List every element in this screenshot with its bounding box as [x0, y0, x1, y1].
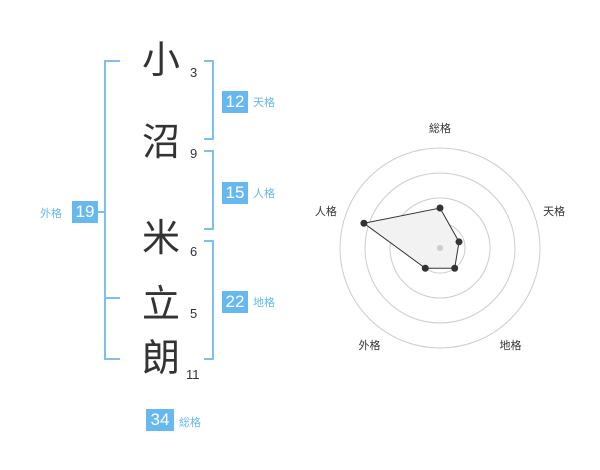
radar-ring	[339, 147, 541, 349]
tenkaku-label: 天格	[253, 96, 275, 109]
radar-axis-label: 総格	[429, 121, 451, 135]
stroke-count-3: 6	[190, 244, 198, 259]
stroke-count-5: 11	[186, 367, 200, 382]
radar-axis-label: 天格	[543, 204, 565, 218]
stroke-count-2: 9	[190, 146, 198, 161]
soukaku-label: 総格	[179, 416, 201, 429]
gaikaku-label: 外格	[40, 207, 62, 220]
name-char-4: 立	[141, 282, 180, 326]
radar-polygon	[362, 207, 460, 269]
radar-point	[455, 238, 463, 246]
radar-point	[451, 264, 459, 272]
radar-point	[436, 204, 444, 212]
radar-point	[360, 219, 368, 227]
chikaku-label: 地格	[253, 296, 275, 309]
jinkaku-label: 人格	[253, 187, 275, 200]
radar-ring	[389, 197, 491, 299]
name-char-5: 朗	[141, 336, 180, 380]
gaikaku-badge: 19	[72, 201, 98, 223]
radar-axis-label: 人格	[315, 204, 337, 218]
stroke-count-1: 3	[190, 65, 198, 80]
radar-axis-label: 地格	[500, 338, 522, 352]
name-char-3: 米	[141, 216, 180, 260]
chikaku-badge: 22	[222, 291, 248, 313]
radar-axis-label: 外格	[358, 338, 380, 352]
stroke-count-4: 5	[190, 306, 198, 321]
radar-center-dot	[437, 245, 443, 251]
radar-point	[421, 264, 429, 272]
radar-ring	[364, 172, 516, 324]
radar-rings	[339, 147, 541, 349]
soukaku-badge: 34	[146, 409, 174, 431]
jinkaku-badge: 15	[222, 182, 248, 204]
name-char-1: 小	[141, 38, 180, 82]
radar-points	[360, 204, 463, 272]
name-char-2: 沼	[141, 120, 180, 164]
tenkaku-badge: 12	[222, 91, 248, 113]
